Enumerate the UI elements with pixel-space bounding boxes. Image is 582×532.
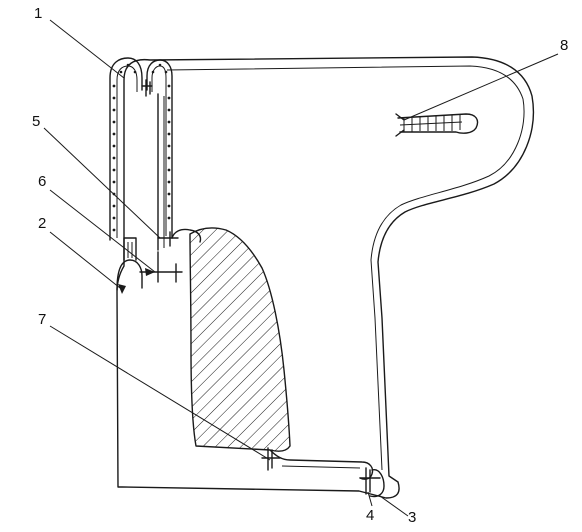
leader-line-1 bbox=[49, 19, 125, 79]
bottom-hook-right bbox=[369, 469, 385, 498]
bottom-seam-line bbox=[269, 449, 374, 480]
welt-pocket-8 bbox=[395, 113, 479, 137]
stitch-dots-right bbox=[167, 84, 171, 220]
seam-marker-6 bbox=[139, 251, 183, 283]
seam-marker-1 bbox=[141, 79, 153, 97]
leader-line-3 bbox=[379, 495, 409, 517]
leader-line-5 bbox=[43, 127, 161, 239]
bottom-seam-inner bbox=[281, 465, 361, 469]
hatched-top-fold bbox=[171, 228, 202, 243]
front-flap-outer bbox=[109, 57, 143, 241]
leader-line-7 bbox=[49, 325, 271, 461]
label-3: 3 bbox=[408, 509, 416, 526]
outer-panel-outline bbox=[116, 56, 535, 499]
stitch-dots-left bbox=[112, 84, 116, 232]
lower-fold-stem bbox=[123, 237, 137, 261]
label-7: 7 bbox=[38, 311, 46, 328]
seam-marker-5 bbox=[157, 231, 179, 247]
arrowhead-2 bbox=[118, 284, 126, 294]
front-flap-second-fold bbox=[146, 59, 173, 239]
front-flap-inner bbox=[116, 65, 138, 238]
label-5: 5 bbox=[32, 113, 40, 130]
leader-line-4 bbox=[367, 491, 373, 507]
leader-line-2 bbox=[49, 231, 121, 289]
label-2: 2 bbox=[38, 215, 46, 232]
label-4: 4 bbox=[366, 507, 374, 524]
leader-line-8 bbox=[403, 53, 559, 121]
leader-line-6 bbox=[49, 189, 156, 273]
outer-seam-inner-line bbox=[166, 65, 525, 471]
label-1: 1 bbox=[34, 5, 42, 22]
label-6: 6 bbox=[38, 173, 46, 190]
stitch-dots-top bbox=[119, 63, 168, 74]
arrowhead-6 bbox=[145, 268, 155, 276]
seam-marker-3-4 bbox=[359, 467, 381, 495]
hatched-interlining bbox=[189, 227, 291, 452]
lower-fold-inner bbox=[127, 242, 133, 258]
label-8: 8 bbox=[560, 37, 568, 54]
